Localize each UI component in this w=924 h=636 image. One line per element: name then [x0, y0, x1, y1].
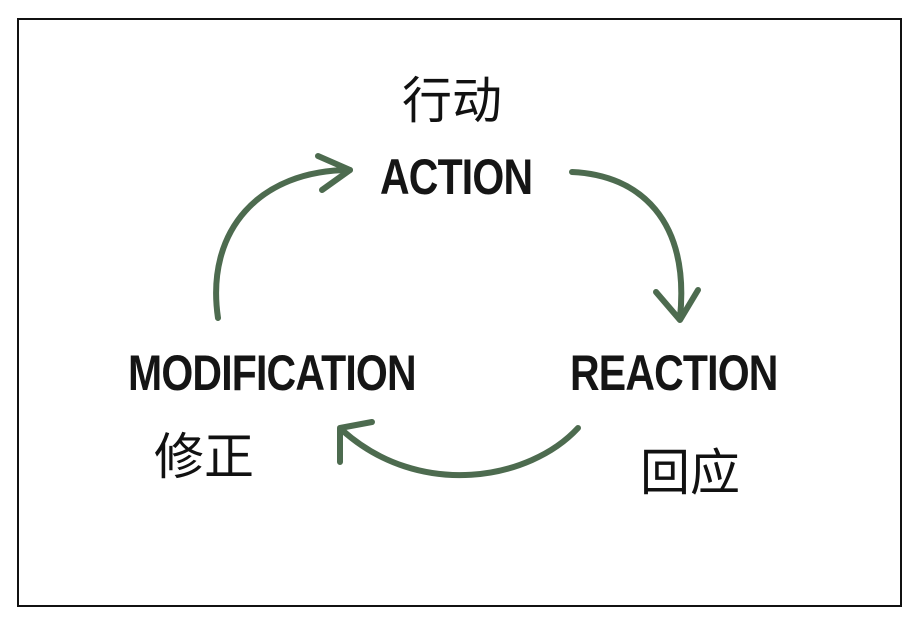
action-label: ACTION: [380, 149, 533, 205]
arrowhead-action-icon: [315, 153, 353, 193]
reaction-label: REACTION: [570, 345, 778, 401]
arrow-reaction-to-modification: [339, 425, 581, 479]
action-label-zh: 行动: [402, 72, 502, 130]
arrow-modification-to-action: [213, 167, 353, 321]
diagram-frame: [17, 18, 902, 607]
arrowhead-modification-icon: [337, 419, 375, 465]
arrow-action-to-reaction: [569, 169, 685, 321]
modification-label-zh: 修正: [154, 428, 254, 486]
modification-label: MODIFICATION: [128, 345, 417, 401]
reaction-label-zh: 回应: [640, 444, 740, 502]
arrowhead-reaction-icon: [653, 287, 701, 323]
